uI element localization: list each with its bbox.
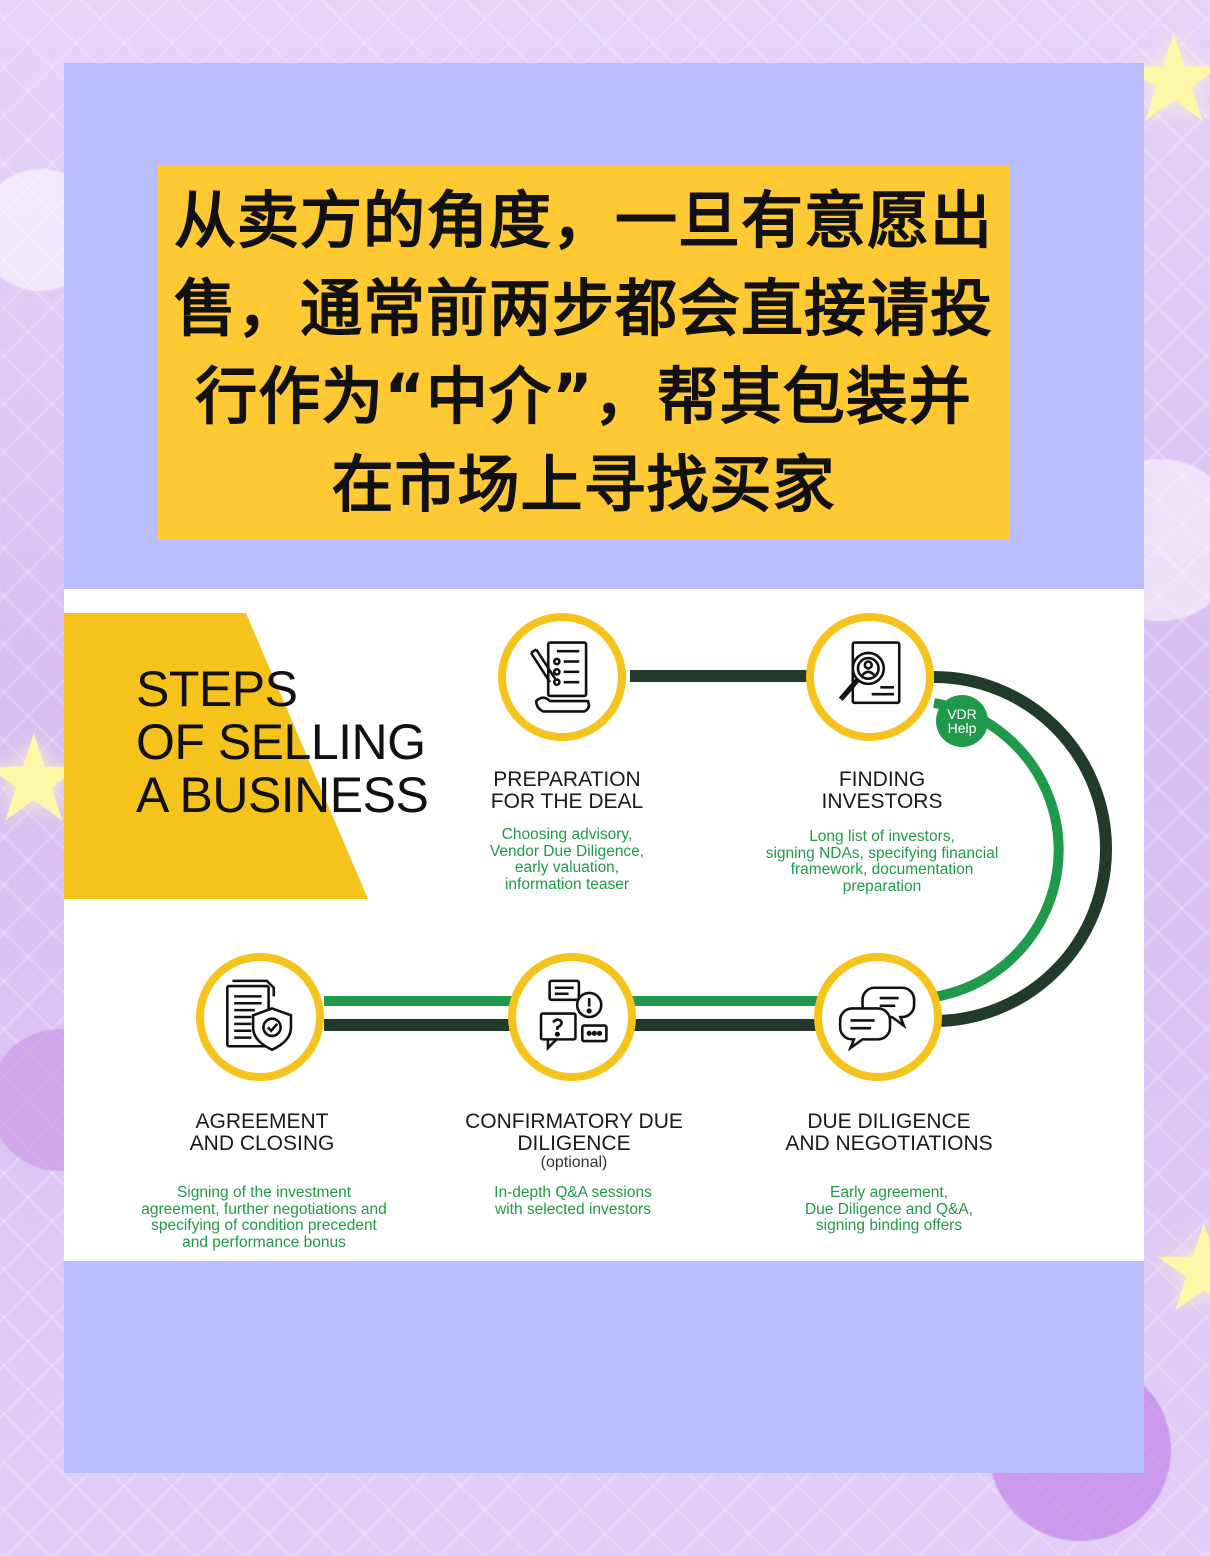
- steps-infographic: STEPS OF SELLING A BUSINESS PREPARATION …: [64, 589, 1144, 1261]
- headline-text: 从卖方的角度，一旦有意愿出售，通常前两步都会直接请投行作为“中介”，帮其包装并在…: [173, 183, 993, 521]
- infographic-title: STEPS OF SELLING A BUSINESS: [136, 661, 429, 823]
- step-preparation-description: Choosing advisory, Vendor Due Diligence,…: [489, 826, 645, 893]
- search-profile-icon: [838, 641, 901, 705]
- contract-shield-icon: [226, 979, 293, 1052]
- question-chat-icon: [539, 979, 608, 1052]
- step-confirmatory-title: CONFIRMATORY DUE DILIGENCE: [465, 1110, 683, 1155]
- step-agreement-title: AGREEMENT AND CLOSING: [189, 1110, 335, 1155]
- headline-box: 从卖方的角度，一旦有意愿出售，通常前两步都会直接请投行作为“中介”，帮其包装并在…: [157, 165, 1010, 540]
- step-preparation-circle: [498, 613, 626, 741]
- step-confirmatory-description: In-depth Q&A sessions with selected inve…: [494, 1184, 652, 1218]
- star-decoration: ★: [1150, 1200, 1210, 1339]
- step-agreement-description: Signing of the investment agreement, fur…: [141, 1184, 387, 1251]
- vdr-help-badge: VDR Help: [936, 695, 988, 747]
- chat-bubbles-icon: [838, 986, 916, 1052]
- step-confirmatory-note: (optional): [540, 1154, 608, 1171]
- vdr-badge-line1: VDR: [947, 706, 977, 722]
- step-agreement-circle: [196, 953, 324, 1081]
- vdr-badge-line2: Help: [947, 720, 977, 736]
- step-confirmatory-circle: [508, 953, 636, 1081]
- step-due-diligence-title: DUE DILIGENCE AND NEGOTIATIONS: [785, 1110, 993, 1155]
- step-due-diligence-description: Early agreement, Due Diligence and Q&A, …: [804, 1184, 973, 1234]
- poster-card: 从卖方的角度，一旦有意愿出售，通常前两步都会直接请投行作为“中介”，帮其包装并在…: [64, 63, 1144, 1473]
- process-track: [64, 613, 1112, 1031]
- step-due-diligence-circle: [814, 953, 942, 1081]
- document-pen-icon: [529, 641, 591, 713]
- title-banner: [64, 613, 368, 899]
- step-finding-circle: [806, 613, 934, 741]
- step-finding-description: Long list of investors, signing NDAs, sp…: [765, 828, 999, 895]
- step-preparation-title: PREPARATION FOR THE DEAL: [490, 768, 644, 813]
- step-finding-title: FINDING INVESTORS: [821, 768, 943, 813]
